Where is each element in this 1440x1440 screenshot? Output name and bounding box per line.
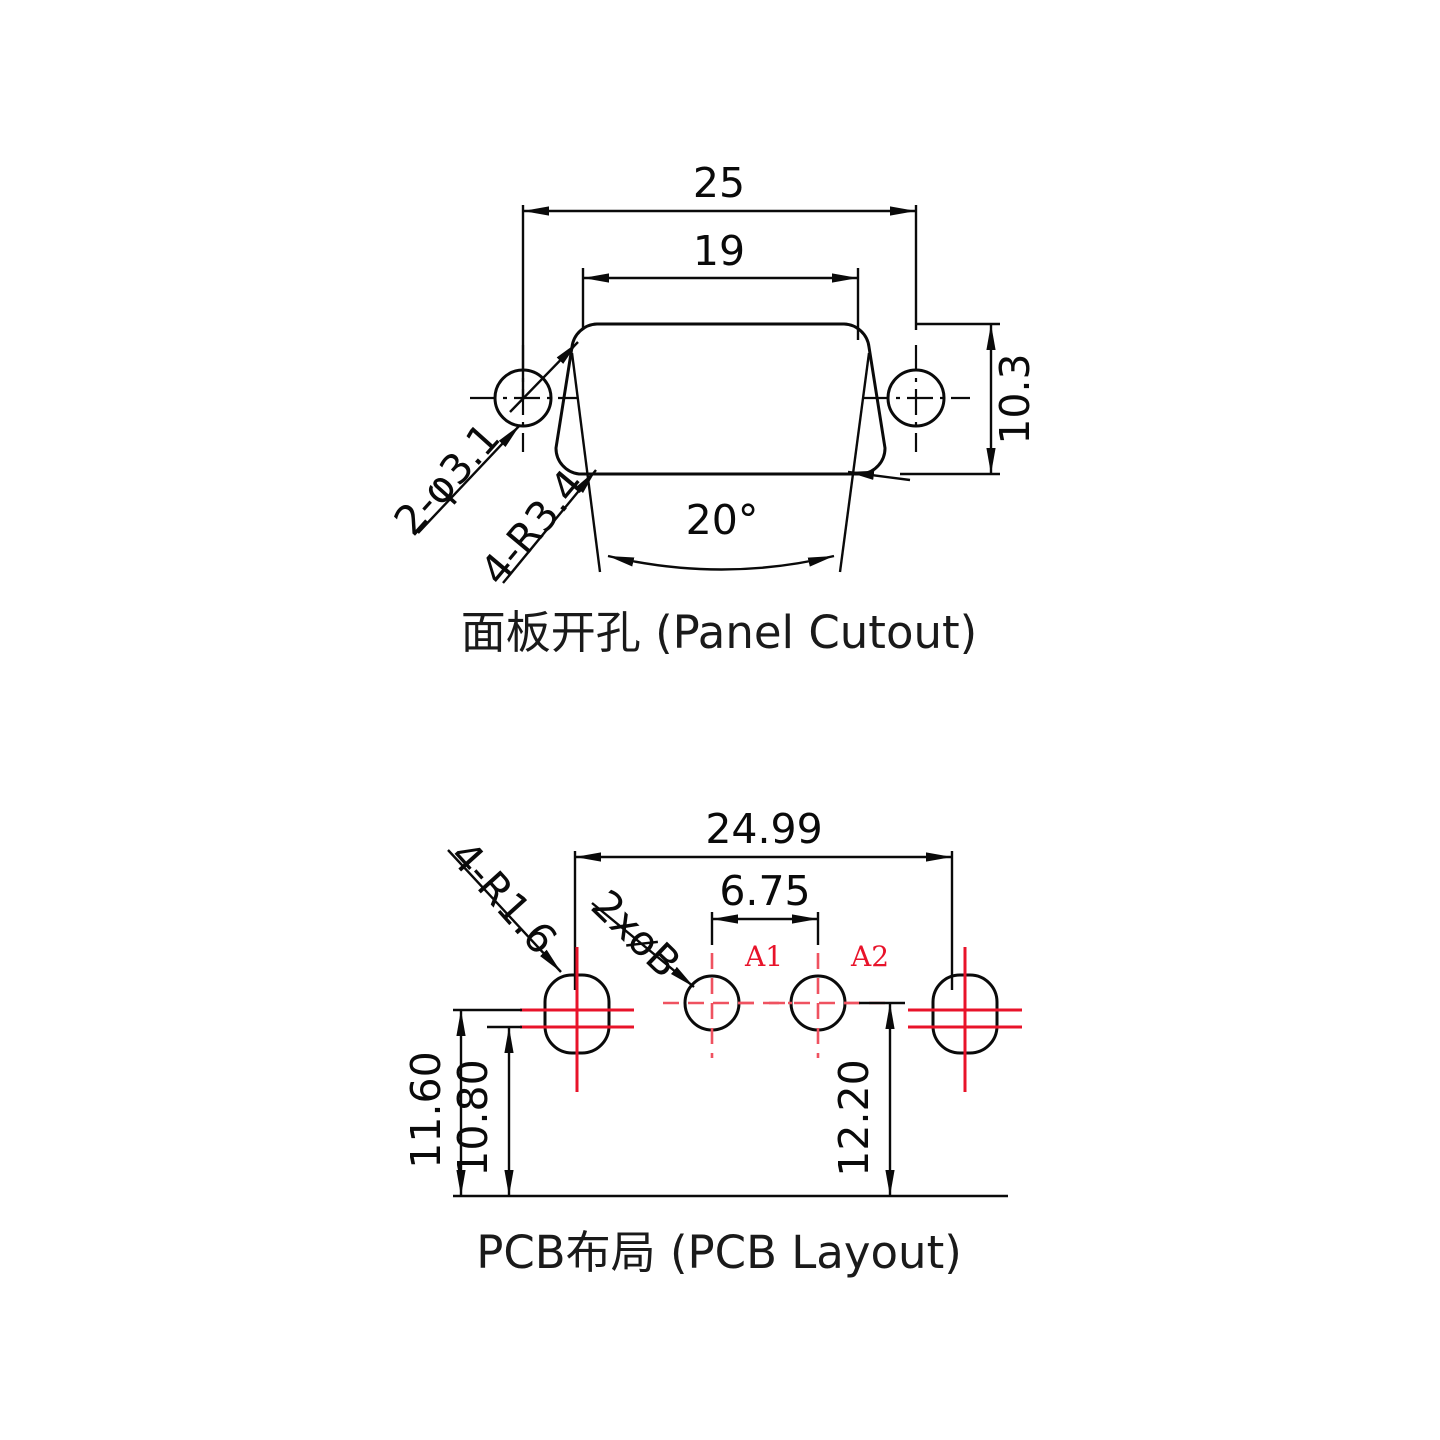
- dimension-pcb-overall-24-99: [573, 851, 954, 990]
- dimension-top-width-19: [581, 268, 860, 340]
- pcb-mount-pad-right: [908, 947, 1022, 1092]
- leader-hole-callout-2-phi3-1: [417, 424, 521, 534]
- dim-text-4-r3-4: 4-R3.4: [471, 460, 594, 594]
- dimension-pin-pitch-6-75: [710, 912, 820, 945]
- leader-radius-callout-4-r3-4: [502, 469, 597, 584]
- dim-text-11-60: 11.60: [402, 1051, 450, 1168]
- leader-pcb-radius-4-r1-6: [447, 849, 562, 973]
- pin-label-a2: A2: [850, 940, 889, 973]
- pcb-mount-pad-left: [520, 947, 634, 1092]
- leader-pcb-hole-2xob: [591, 902, 695, 988]
- dim-text-12-20: 12.20: [830, 1059, 878, 1176]
- panel-hole-right: [863, 345, 970, 452]
- panel-cutout-outline: [554, 322, 887, 476]
- dim-text-19: 19: [693, 227, 745, 275]
- dim-text-2-phi3-1: 2-φ3.1: [385, 414, 510, 545]
- leader-radius-aid-lower-right: [847, 470, 911, 482]
- pcb-layout-view: 24.99 6.75 11.60 10.80 12.20 4-R1.6 2xøB…: [402, 805, 1022, 1279]
- dimension-draft-angle-20: [570, 352, 871, 573]
- dimension-pad-height-11-60: [453, 1008, 1008, 1198]
- dim-text-10-80: 10.80: [449, 1059, 497, 1176]
- leader-radius-aid-upper: [509, 341, 579, 413]
- dim-text-4-r1-6: 4-R1.6: [441, 832, 567, 964]
- dim-text-24-99: 24.99: [705, 805, 822, 853]
- dim-text-6-75: 6.75: [719, 867, 810, 915]
- dimension-height-10-3: [900, 322, 1000, 476]
- panel-cutout-caption: 面板开孔 (Panel Cutout): [461, 606, 977, 659]
- dim-text-20-deg: 20°: [686, 496, 759, 544]
- dim-text-25: 25: [693, 159, 745, 207]
- dimension-signal-height-12-20: [859, 1001, 905, 1196]
- panel-cutout-view: 25 19 10.3 20° 2-φ3.1 4-R3.4 面板开孔 (Panel…: [385, 159, 1039, 659]
- dimension-pad-height-10-80: [487, 1025, 522, 1196]
- pin-label-a1: A1: [744, 940, 783, 973]
- dim-text-10-3: 10.3: [991, 353, 1039, 444]
- pcb-layout-caption: PCB布局 (PCB Layout): [476, 1226, 962, 1279]
